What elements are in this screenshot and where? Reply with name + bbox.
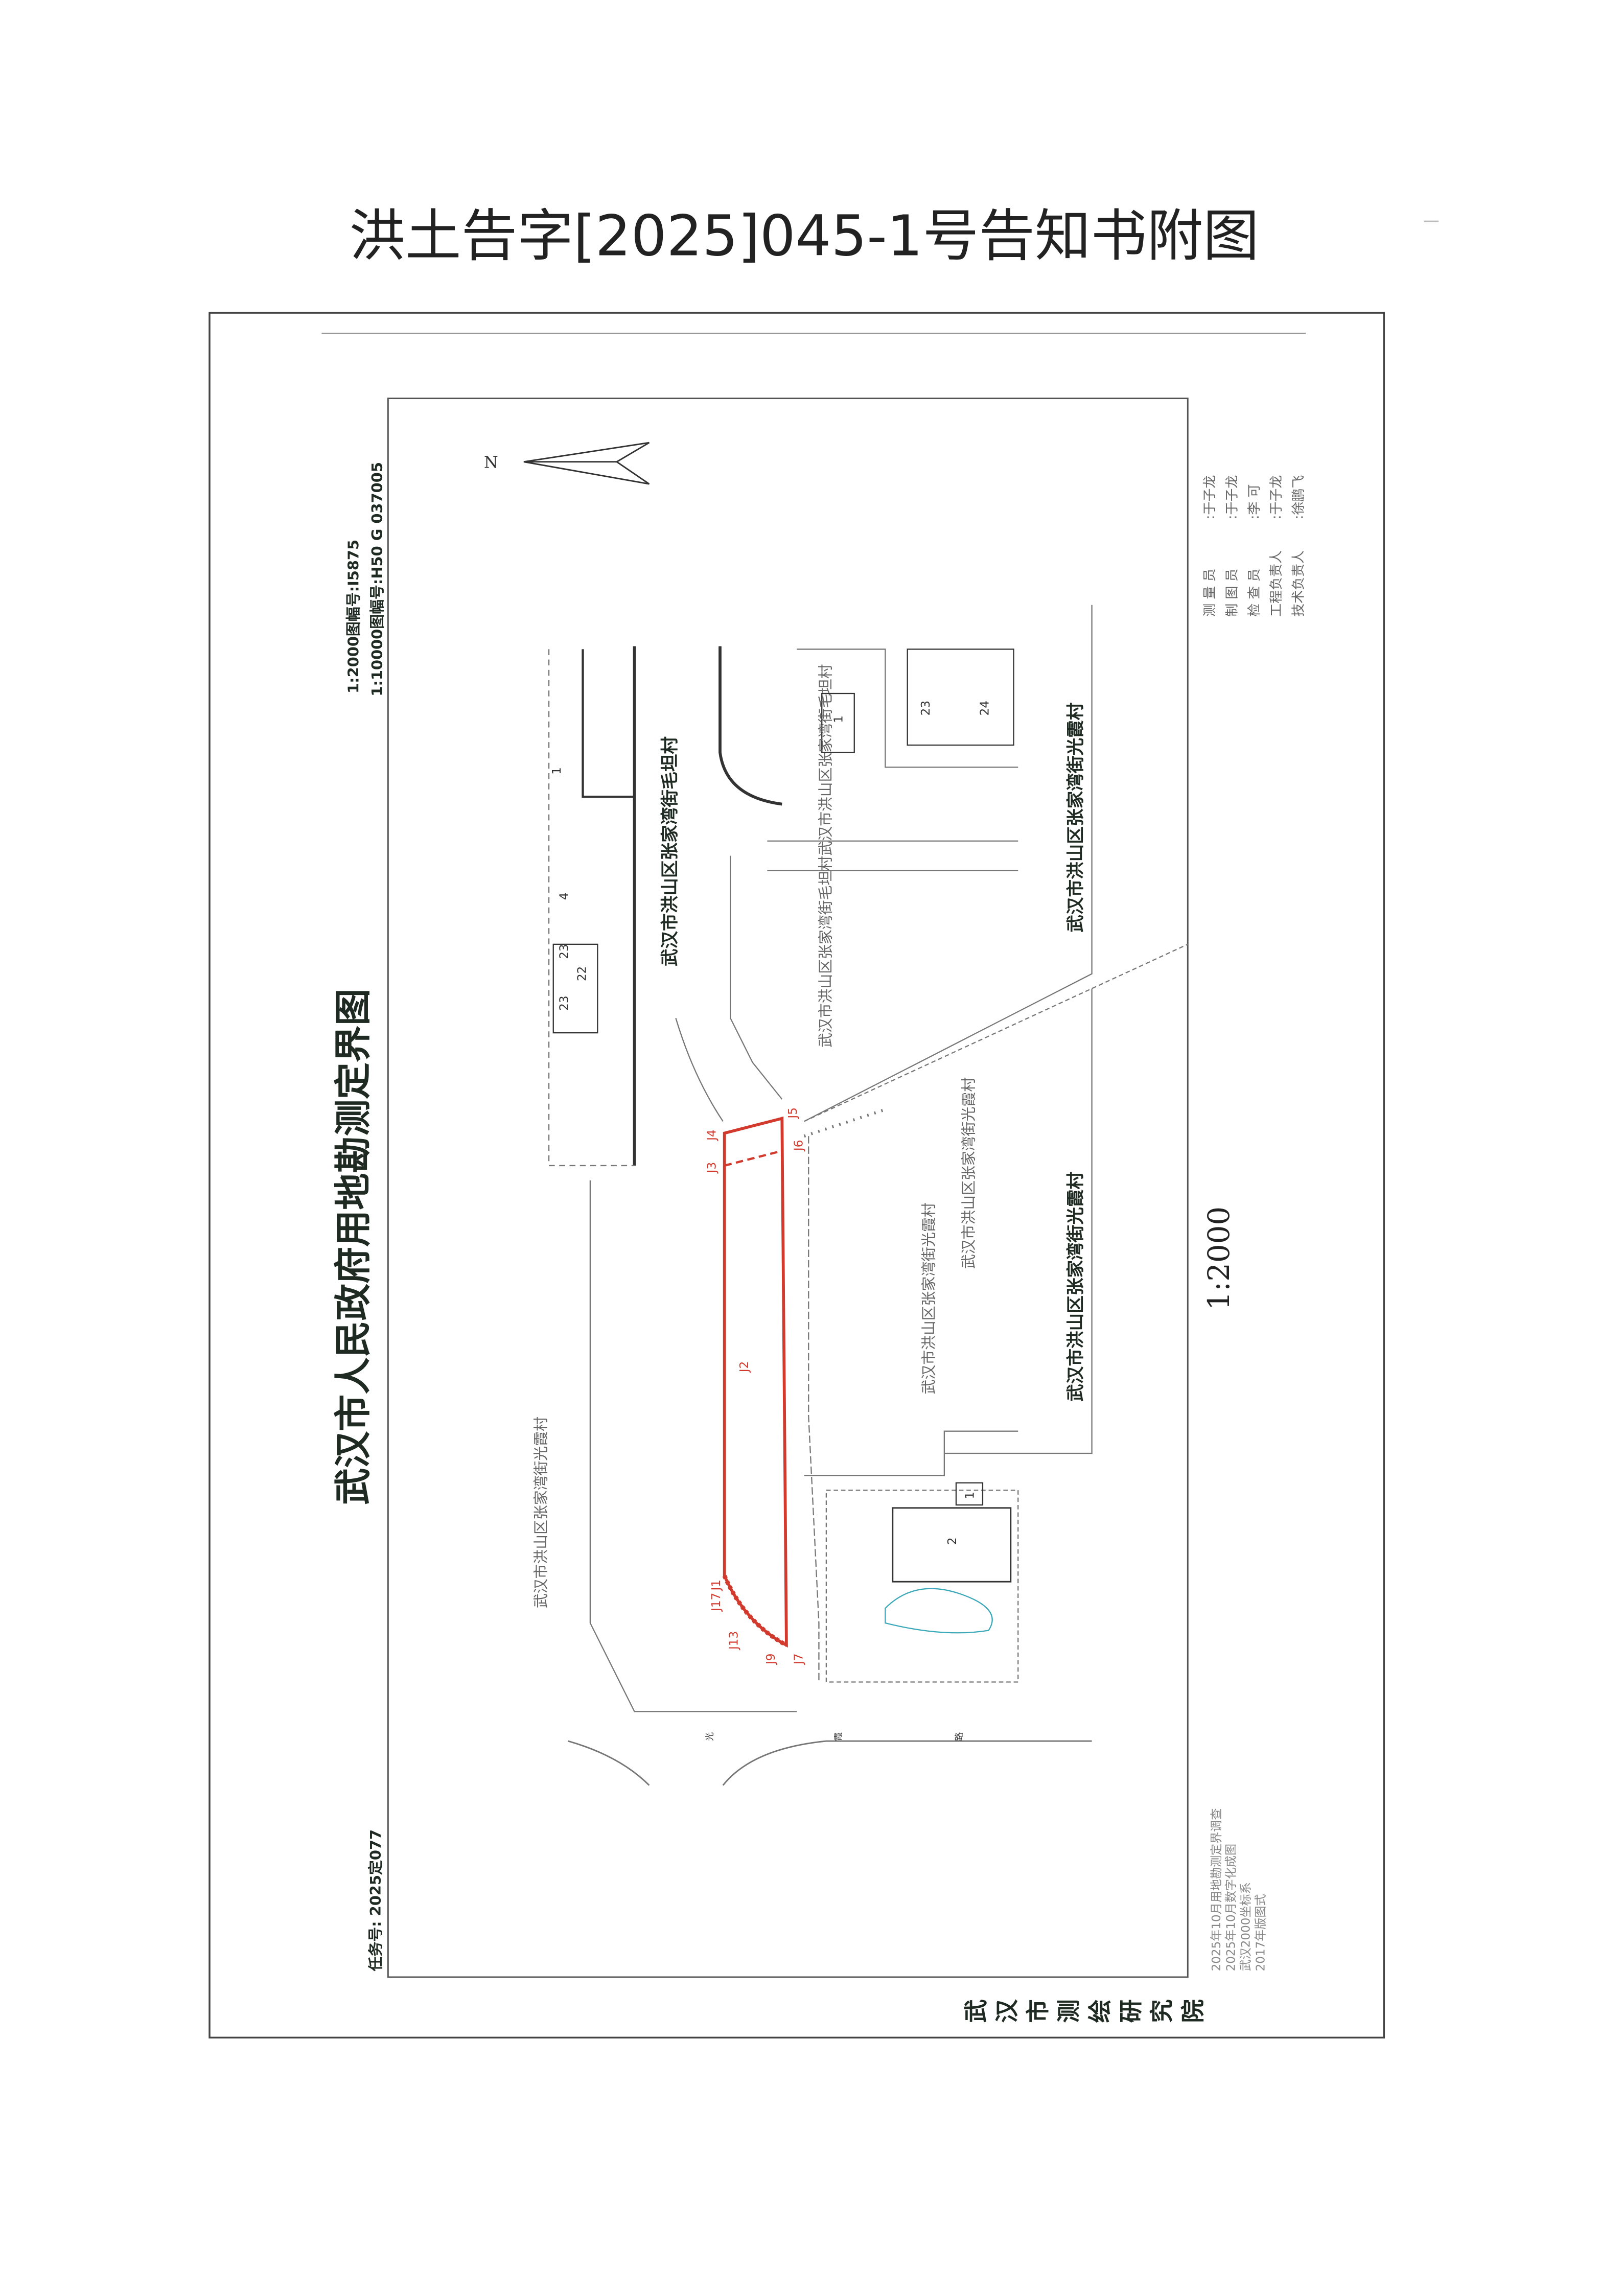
map-title: 武汉市人民政府用地勘测定界图 bbox=[332, 989, 375, 1505]
point-label: J17 bbox=[710, 1593, 723, 1612]
north-label: N bbox=[484, 453, 498, 472]
point-label: J9 bbox=[764, 1653, 778, 1665]
staff-role: 测 量 员 bbox=[1202, 568, 1218, 616]
boundary-point-labels: J17 J1 J2 J3 J4 J5 J6 J7 J9 J13 bbox=[705, 1107, 805, 1665]
document-title: 洪土告字[2025]045-1号告知书附图 bbox=[349, 203, 1259, 269]
staff-role: 检 查 员 bbox=[1247, 568, 1262, 616]
institute-char: 院 bbox=[1179, 1999, 1207, 2023]
task-number: 任务号: 2025定077 bbox=[367, 1829, 384, 1972]
building-label: 24 bbox=[978, 701, 991, 715]
institute-char: 绘 bbox=[1086, 1999, 1114, 2023]
staff-name: :于子龙 bbox=[1202, 475, 1218, 520]
staff-list: 测 量 员 :于子龙 制 图 员 :于子龙 检 查 员 :李 可 工程负责人 :… bbox=[1202, 475, 1306, 617]
staff-name: :于子龙 bbox=[1269, 475, 1284, 520]
sheet-number-2000: 1:2000图幅号:I5875 bbox=[345, 540, 362, 693]
building-label: 1 bbox=[550, 767, 564, 775]
building-label: 22 bbox=[575, 966, 589, 981]
map-features bbox=[548, 605, 1188, 1786]
building-label: 23 bbox=[558, 944, 571, 959]
institute-char: 市 bbox=[1024, 1999, 1052, 2023]
map-notes: 2025年10月用地勘测定界调查 2025年10月数字化成图 武汉2000坐标系… bbox=[1210, 1808, 1268, 1972]
building-labels: 1 23 24 4 23 22 23 1 2 1 bbox=[550, 701, 991, 1545]
staff-role: 工程负责人 bbox=[1269, 550, 1284, 617]
village-label: 武汉市洪山区张家湾街毛坦村 bbox=[817, 856, 834, 1048]
note: 2025年10月数字化成图 bbox=[1225, 1844, 1238, 1972]
point-label: J4 bbox=[705, 1129, 718, 1142]
point-label: J5 bbox=[786, 1107, 800, 1120]
building-label: 2 bbox=[946, 1537, 959, 1545]
building-label: 4 bbox=[558, 893, 571, 900]
village-label: 武汉市洪山区张家湾街毛坦村 bbox=[817, 664, 834, 855]
institute-char: 研 bbox=[1117, 1999, 1145, 2023]
building-label: 1 bbox=[964, 1492, 977, 1499]
institute-name: 武 汉 市 测 绘 研 究 院 bbox=[962, 1999, 1207, 2023]
point-label: J3 bbox=[705, 1162, 718, 1174]
building-label: 1 bbox=[832, 715, 846, 723]
building-label: 23 bbox=[558, 995, 571, 1010]
point-label: J2 bbox=[738, 1361, 751, 1374]
institute-char: 汉 bbox=[993, 1999, 1021, 2023]
note: 武汉2000坐标系 bbox=[1240, 1882, 1253, 1971]
map-scale: 1:2000 bbox=[1201, 1207, 1236, 1310]
village-label: 武汉市洪山区张家湾街光霞村 bbox=[1065, 1172, 1086, 1402]
point-label: J13 bbox=[728, 1631, 741, 1651]
land-boundary bbox=[722, 1116, 788, 1648]
village-labels: 武汉市洪山区张家湾街毛坦村 武汉市洪山区张家湾街光霞村 武汉市洪山区张家湾街光霞… bbox=[532, 664, 1086, 1608]
road-label: 路 bbox=[955, 1732, 965, 1741]
building-label: 23 bbox=[919, 701, 933, 715]
sheet-number-10000: 1:10000图幅号:H50 G 037005 bbox=[368, 462, 386, 697]
staff-name: :李 可 bbox=[1247, 484, 1262, 519]
village-label: 武汉市洪山区张家湾街毛坦村 bbox=[660, 736, 680, 966]
road-labels: 光 霞 路 bbox=[705, 1732, 965, 1741]
point-label: J1 bbox=[710, 1580, 723, 1592]
village-label: 武汉市洪山区张家湾街光霞村 bbox=[920, 1202, 938, 1394]
road-label: 光 bbox=[705, 1732, 715, 1741]
point-label: J6 bbox=[793, 1140, 806, 1152]
note: 2017年版图式 bbox=[1254, 1894, 1267, 1971]
village-label: 武汉市洪山区张家湾街光霞村 bbox=[960, 1077, 978, 1269]
institute-char: 武 bbox=[962, 1999, 990, 2023]
institute-char: 究 bbox=[1148, 1999, 1176, 2023]
north-arrow-icon: N bbox=[484, 442, 650, 485]
map-frame bbox=[387, 398, 1189, 1978]
staff-role: 技术负责人 bbox=[1291, 550, 1306, 617]
outer-frame bbox=[208, 312, 1385, 2039]
institute-char: 测 bbox=[1055, 1999, 1083, 2023]
note: 2025年10月用地勘测定界调查 bbox=[1210, 1808, 1223, 1972]
point-label: J7 bbox=[793, 1653, 806, 1665]
road-label: 霞 bbox=[833, 1732, 844, 1741]
staff-name: :于子龙 bbox=[1225, 475, 1240, 520]
village-label: 武汉市洪山区张家湾街光霞村 bbox=[1065, 703, 1086, 933]
village-label: 武汉市洪山区张家湾街光霞村 bbox=[532, 1417, 549, 1608]
staff-name: :徐鹏飞 bbox=[1291, 475, 1306, 520]
staff-role: 制 图 员 bbox=[1225, 568, 1240, 616]
